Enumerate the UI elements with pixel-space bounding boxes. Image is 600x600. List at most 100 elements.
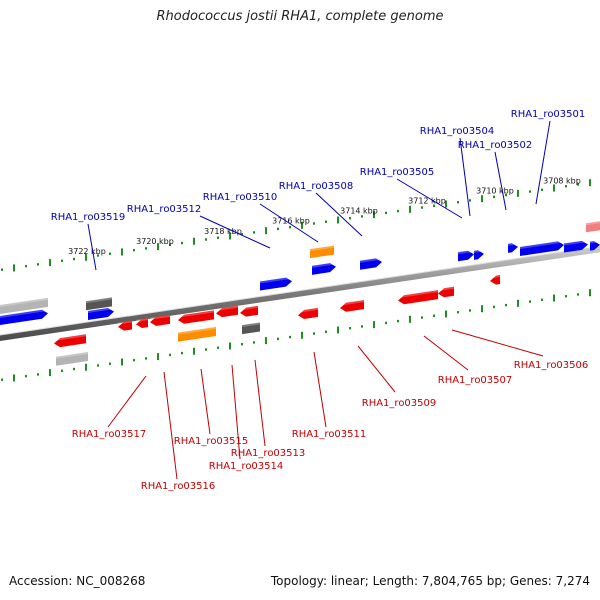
bottom-gene-label: RHA1_ro03513 xyxy=(231,448,306,459)
pseudo-gene-block xyxy=(0,297,48,314)
forward-gene-block-shine xyxy=(88,307,114,313)
bottom-leader-line xyxy=(423,335,469,371)
bottom-leader-line xyxy=(313,351,327,428)
forward-gene-block xyxy=(260,277,292,291)
kbp-tick-label: 3720 kbp xyxy=(136,237,174,246)
reverse-gene-block xyxy=(216,305,238,318)
forward-gene-block xyxy=(0,309,48,325)
pseudo-gene-block xyxy=(86,297,112,311)
forward-gene-block xyxy=(458,250,474,262)
partial-gene-block xyxy=(586,221,600,233)
bottom-gene-label: RHA1_ro03511 xyxy=(292,429,367,440)
pseudo-gene-block-shine xyxy=(0,297,48,307)
forward-gene-block xyxy=(474,250,484,260)
reverse-gene-block-shine xyxy=(240,305,258,311)
reverse-gene-block xyxy=(240,305,258,317)
reverse-gene-block-shine xyxy=(340,300,364,306)
forward-gene-block xyxy=(590,241,600,251)
rna-gene-block xyxy=(178,327,216,342)
bottom-gene-label: RHA1_ro03507 xyxy=(438,375,513,386)
forward-gene-block-shine xyxy=(0,308,48,318)
reverse-gene-block-shine xyxy=(298,307,318,313)
top-leader-line xyxy=(315,192,363,237)
top-gene-label: RHA1_ro03519 xyxy=(51,212,126,223)
kbp-tick-label: 3718 kbp xyxy=(204,227,242,236)
reverse-gene-block-shine xyxy=(54,334,86,342)
forward-gene-block xyxy=(360,258,382,270)
reverse-gene-block-shine xyxy=(150,314,170,320)
reverse-gene-block xyxy=(54,334,86,348)
top-gene-label: RHA1_ro03508 xyxy=(279,181,354,192)
forward-gene-block xyxy=(508,243,518,253)
reverse-gene-block-shine xyxy=(118,320,132,325)
rna-gene-block-shine xyxy=(310,245,334,252)
reverse-gene-block xyxy=(118,320,132,331)
backbone-highlight xyxy=(0,245,600,336)
kbp-tick-label: 3712 kbp xyxy=(408,197,446,206)
partial-gene-block-shine xyxy=(586,221,600,226)
reverse-gene-block xyxy=(340,300,364,312)
pseudo-gene-block xyxy=(56,351,88,366)
top-gene-label: RHA1_ro03502 xyxy=(458,140,533,151)
pseudo-gene-block xyxy=(242,322,260,335)
top-leader-line xyxy=(535,120,551,205)
rna-gene-block-shine xyxy=(178,327,216,335)
rna-gene-block xyxy=(310,245,334,259)
reverse-gene-block xyxy=(398,290,438,305)
bottom-leader-line xyxy=(231,364,241,460)
backbone-line xyxy=(0,246,600,341)
reverse-gene-block xyxy=(178,310,214,324)
gene-layer xyxy=(0,221,600,366)
bottom-leader-line xyxy=(254,359,266,447)
genome-title: Rhodococcus jostii RHA1, complete genome xyxy=(156,9,444,24)
label-layer: 3722 kbp 3720 kbp 3718 kbp 3716 kbp 3714 kbp… xyxy=(51,109,589,492)
bottom-leader-line xyxy=(163,371,178,480)
reverse-gene-block-shine xyxy=(438,286,454,292)
reverse-gene-block-shine xyxy=(178,310,214,318)
bottom-leader-line xyxy=(357,345,396,393)
bottom-gene-label: RHA1_ro03509 xyxy=(362,398,437,409)
kbp-tick-label: 3716 kbp xyxy=(272,217,310,226)
bottom-gene-label: RHA1_ro03516 xyxy=(141,481,216,492)
reverse-gene-block xyxy=(490,275,500,285)
forward-gene-block-shine xyxy=(474,249,484,253)
top-leader-line xyxy=(199,215,271,249)
kbp-tick-label: 3708 kbp xyxy=(543,177,581,186)
reverse-gene-block-shine xyxy=(398,290,438,299)
top-gene-label: RHA1_ro03512 xyxy=(127,204,202,215)
kbp-tick-label: 3714 kbp xyxy=(340,207,378,216)
top-leader-line xyxy=(459,137,471,217)
top-gene-label: RHA1_ro03505 xyxy=(360,167,435,178)
reverse-gene-block-shine xyxy=(216,305,238,312)
bottom-gene-label: RHA1_ro03517 xyxy=(72,429,147,440)
top-leader-line xyxy=(259,203,319,243)
forward-gene-block-shine xyxy=(520,240,564,250)
forward-gene-block-shine xyxy=(564,239,588,246)
reverse-gene-block xyxy=(438,286,454,298)
pseudo-gene-block-shine xyxy=(86,297,112,304)
bottom-gene-label: RHA1_ro03515 xyxy=(174,436,249,447)
forward-gene-block-shine xyxy=(590,240,600,244)
kbp-tick-label: 3722 kbp xyxy=(68,247,106,256)
reverse-gene-block-shine xyxy=(490,275,500,279)
topology-summary: Topology: linear; Length: 7,804,765 bp; … xyxy=(270,574,590,588)
top-leader-line xyxy=(494,151,507,211)
accession-text: Accession: NC_008268 xyxy=(9,574,146,588)
top-gene-label: RHA1_ro03510 xyxy=(203,192,278,203)
pseudo-gene-block-shine xyxy=(56,351,88,359)
top-gene-label: RHA1_ro03501 xyxy=(511,109,586,120)
forward-gene-block xyxy=(88,308,114,320)
top-leader-line xyxy=(396,178,463,219)
reverse-gene-block xyxy=(298,307,318,320)
bottom-leader-line xyxy=(107,375,147,428)
pseudo-gene-block-shine xyxy=(242,322,260,328)
tick-layer xyxy=(1,179,591,382)
reverse-gene-block-shine xyxy=(136,318,148,322)
forward-gene-block-shine xyxy=(508,242,518,246)
forward-gene-block-shine xyxy=(360,257,382,263)
top-gene-label: RHA1_ro03504 xyxy=(420,126,495,137)
top-leader-line xyxy=(87,223,97,271)
kbp-tick-label: 3710 kbp xyxy=(476,187,514,196)
